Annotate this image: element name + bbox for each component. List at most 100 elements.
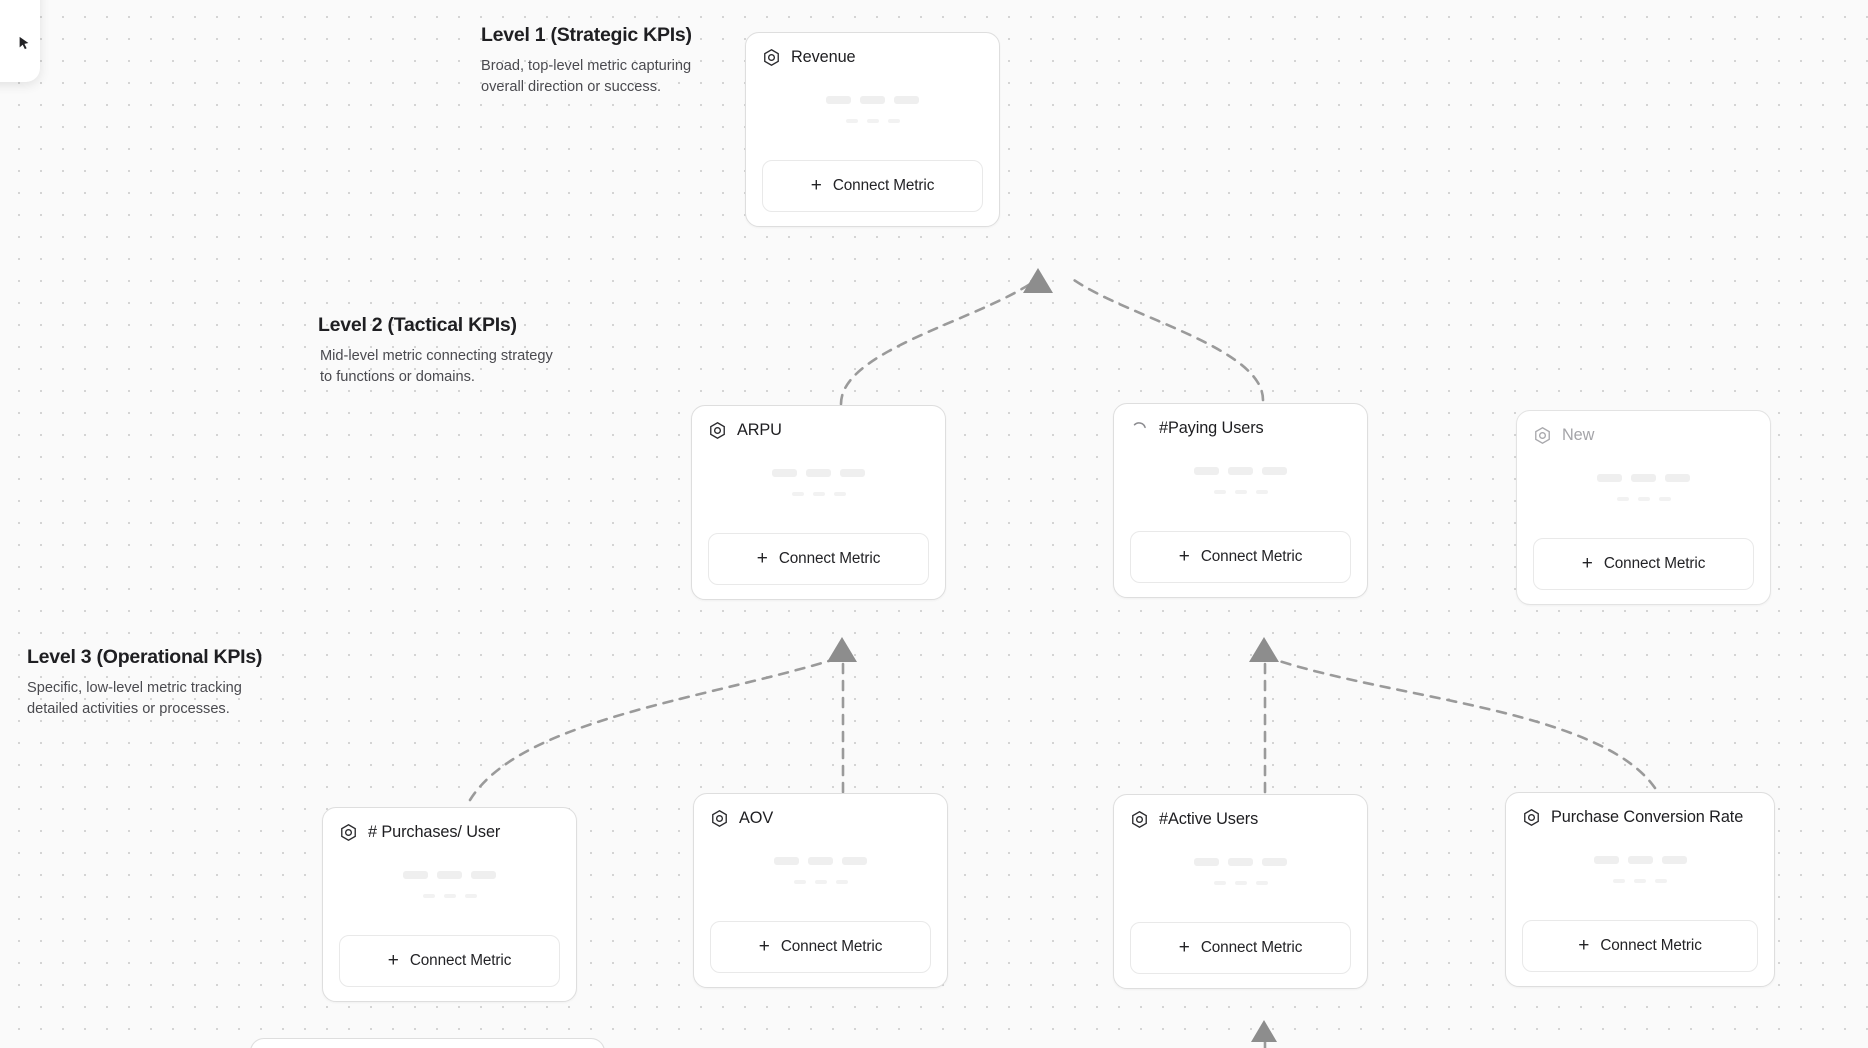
level-block-1: Level 1 (Strategic KPIs) Broad, top-leve…: [481, 24, 731, 98]
metric-card-arpu[interactable]: ARPU + Connect Metric: [691, 405, 946, 600]
skeleton-bar: [774, 857, 799, 865]
connect-metric-button[interactable]: + Connect Metric: [762, 160, 983, 212]
hexagon-target-icon: [1524, 808, 1539, 827]
skeleton-row-primary: [826, 96, 919, 104]
card-header: Revenue: [762, 48, 983, 67]
connect-metric-button[interactable]: + Connect Metric: [1522, 920, 1758, 972]
skeleton-bar: [1213, 881, 1226, 885]
connect-metric-button[interactable]: + Connect Metric: [1533, 538, 1754, 590]
edge-conversion-to-paying-users: [1274, 658, 1657, 790]
connect-metric-button[interactable]: + Connect Metric: [1130, 531, 1351, 583]
level-3-description: Specific, low-level metric tracking deta…: [27, 680, 242, 717]
skeleton-bar: [464, 894, 477, 898]
skeleton-row-primary: [772, 469, 865, 477]
skeleton-bar: [1655, 879, 1667, 883]
skeleton-row-secondary: [793, 880, 848, 884]
skeleton-bar: [845, 119, 858, 123]
skeleton-bar: [443, 894, 456, 898]
card-title: New: [1562, 426, 1595, 444]
skeleton-bar: [835, 880, 848, 884]
skeleton-bar: [1627, 856, 1653, 864]
card-title: # Purchases/ User: [368, 823, 501, 841]
skeleton-bar: [808, 857, 833, 865]
level-3-title: Level 3 (Operational KPIs): [27, 646, 263, 668]
metric-card-partial-offscreen[interactable]: [250, 1038, 605, 1048]
metric-card-aov[interactable]: AOV + Connect Metric: [693, 793, 948, 988]
skeleton-bar: [1213, 490, 1226, 494]
skeleton-bar: [1637, 497, 1650, 501]
floating-corner-panel[interactable]: [0, 0, 40, 82]
connect-metric-label: Connect Metric: [778, 550, 881, 567]
connect-metric-label: Connect Metric: [1200, 548, 1303, 565]
metric-card-active-users[interactable]: #Active Users + Connect Metric: [1113, 794, 1368, 989]
hexagon-target-icon: [1132, 810, 1147, 829]
skeleton-bar: [791, 492, 804, 496]
card-header: ARPU: [708, 421, 929, 440]
card-title: Purchase Conversion Rate: [1551, 808, 1744, 826]
skeleton-row-secondary: [422, 894, 477, 898]
metric-card-paying-users[interactable]: #Paying Users + Connect Metric: [1113, 403, 1368, 598]
metric-card-purchase-conversion-rate[interactable]: Purchase Conversion Rate + Connect Metri…: [1505, 792, 1775, 987]
skeleton-bar: [1234, 490, 1247, 494]
connect-metric-label: Connect Metric: [1603, 555, 1706, 572]
skeleton-bar: [806, 469, 831, 477]
plus-icon: +: [1581, 552, 1593, 574]
skeleton-bar: [1616, 497, 1629, 501]
skeleton-row-secondary: [1616, 497, 1671, 501]
skeleton-bar: [1234, 881, 1247, 885]
connect-metric-button[interactable]: + Connect Metric: [708, 533, 929, 585]
skeleton-row-secondary: [791, 492, 846, 496]
skeleton-bar: [793, 880, 806, 884]
metric-card-revenue[interactable]: Revenue + Connect Metric: [745, 32, 1000, 227]
skeleton-bar: [1194, 467, 1219, 475]
connect-metric-button[interactable]: + Connect Metric: [710, 921, 931, 973]
skeleton-bar: [1613, 879, 1625, 883]
hexagon-target-icon: [712, 809, 727, 828]
card-skeleton-body: [708, 440, 929, 533]
card-title: AOV: [739, 809, 774, 827]
card-skeleton-body: [762, 67, 983, 160]
skeleton-bar: [1255, 490, 1268, 494]
connect-metric-button[interactable]: + Connect Metric: [339, 935, 560, 987]
skeleton-bar: [772, 469, 797, 477]
plus-icon: +: [810, 174, 822, 196]
hexagon-target-icon: [764, 48, 779, 67]
card-header: #Paying Users: [1130, 419, 1351, 438]
plus-icon: +: [1178, 545, 1190, 567]
skeleton-row-secondary: [845, 119, 900, 123]
connect-metric-button[interactable]: + Connect Metric: [1130, 922, 1351, 974]
card-skeleton-body: [1130, 829, 1351, 922]
skeleton-bar: [1661, 856, 1687, 864]
card-header: New: [1533, 426, 1754, 445]
card-header: # Purchases/ User: [339, 823, 560, 842]
loading-spinner-icon: [1133, 422, 1146, 429]
card-title: ARPU: [737, 421, 782, 439]
level-block-2: Level 2 (Tactical KPIs) Mid-level metric…: [318, 314, 568, 388]
metric-card-new[interactable]: New + Connect Metric: [1516, 410, 1771, 605]
card-title: Revenue: [791, 48, 856, 66]
metric-card-purchases-per-user[interactable]: # Purchases/ User + Connect Metric: [322, 807, 577, 1002]
skeleton-bar: [1658, 497, 1671, 501]
skeleton-bar: [1665, 474, 1690, 482]
skeleton-bar: [1593, 856, 1619, 864]
card-skeleton-body: [1130, 438, 1351, 531]
skeleton-bar: [812, 492, 825, 496]
skeleton-bar: [1228, 467, 1253, 475]
level-1-description: Broad, top-level metric capturing overal…: [481, 58, 692, 95]
skeleton-row-primary: [1194, 858, 1287, 866]
level-1-title: Level 1 (Strategic KPIs): [481, 24, 692, 46]
skeleton-bar: [1262, 467, 1287, 475]
cursor-arrow-icon: [19, 36, 29, 50]
connect-metric-label: Connect Metric: [1200, 939, 1303, 956]
skeleton-bar: [422, 894, 435, 898]
skeleton-bar: [826, 96, 851, 104]
card-header: AOV: [710, 809, 931, 828]
connect-metric-label: Connect Metric: [780, 938, 883, 955]
skeleton-bar: [1597, 474, 1622, 482]
connect-metric-label: Connect Metric: [409, 952, 512, 969]
hexagon-target-icon: [341, 823, 356, 842]
level-2-title: Level 2 (Tactical KPIs): [318, 314, 517, 336]
arrow-head-active-users: [1251, 1020, 1277, 1042]
arrow-head-arpu: [827, 637, 857, 662]
